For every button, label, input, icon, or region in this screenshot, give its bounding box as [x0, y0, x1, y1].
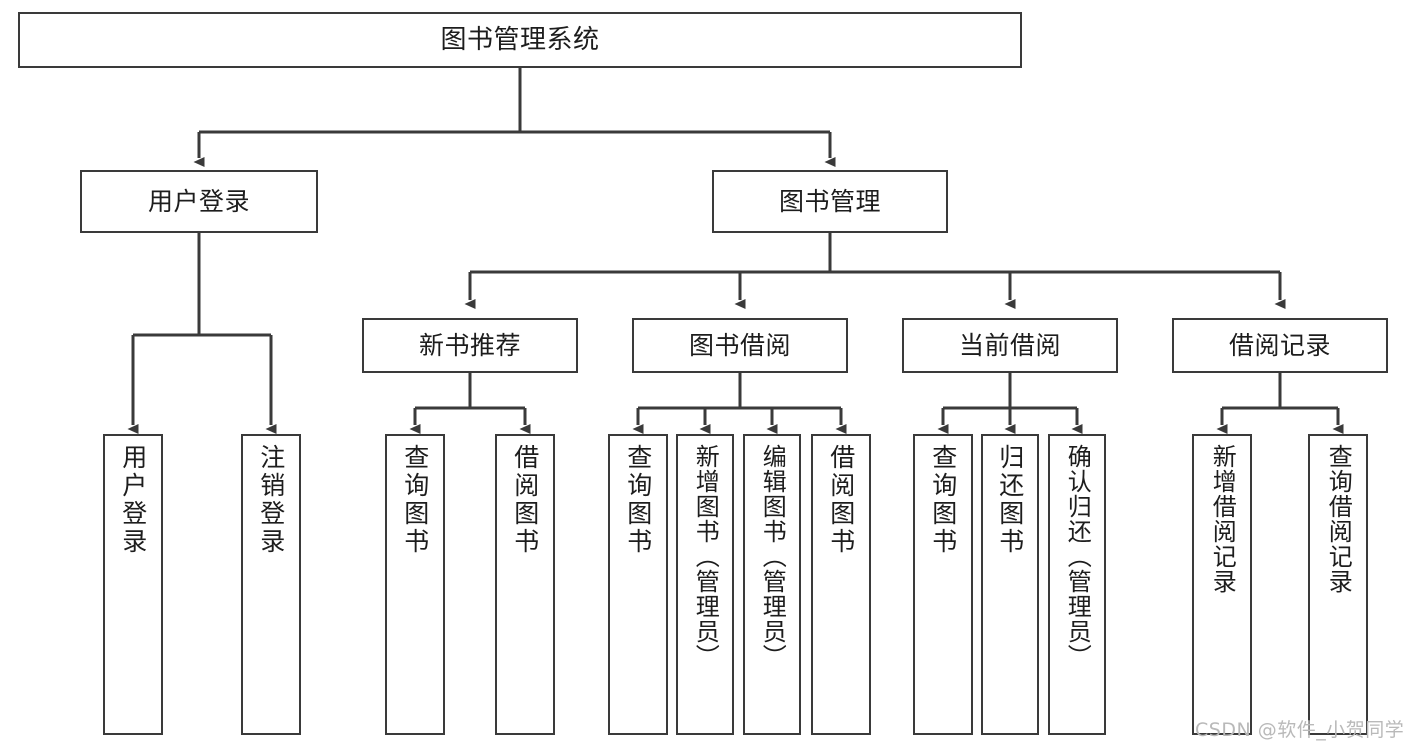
leaf-logout[interactable]: 注销登录 [241, 434, 301, 735]
leaf-query-books-current-label: 查询图书 [928, 444, 958, 556]
node-root[interactable]: 图书管理系统 [18, 12, 1022, 68]
leaf-return-books-label: 归还图书 [995, 444, 1025, 556]
node-root-label: 图书管理系统 [440, 24, 600, 55]
leaf-logout-label: 注销登录 [256, 444, 286, 556]
leaf-borrow-books-recommend-label: 借阅图书 [510, 444, 540, 556]
leaf-borrow-books-recommend[interactable]: 借阅图书 [495, 434, 555, 735]
node-new-book-recommend[interactable]: 新书推荐 [362, 318, 578, 373]
node-user-login-label: 用户登录 [147, 186, 250, 216]
leaf-edit-book-admin[interactable]: 编辑图书（管理员） [743, 434, 801, 735]
leaf-query-borrow-record[interactable]: 查询借阅记录 [1308, 434, 1368, 735]
leaf-query-books-current[interactable]: 查询图书 [913, 434, 973, 735]
node-book-borrow-label: 图书借阅 [688, 330, 791, 360]
leaf-confirm-return-admin[interactable]: 确认归还（管理员） [1048, 434, 1106, 735]
leaf-query-borrow-record-label: 查询借阅记录 [1324, 444, 1353, 594]
leaf-query-books-recommend[interactable]: 查询图书 [385, 434, 445, 735]
node-current-borrow-label: 当前借阅 [958, 330, 1061, 360]
node-borrow-records-label: 借阅记录 [1228, 330, 1331, 360]
leaf-add-borrow-record[interactable]: 新增借阅记录 [1192, 434, 1252, 735]
leaf-user-login[interactable]: 用户登录 [103, 434, 163, 735]
node-book-management[interactable]: 图书管理 [712, 170, 948, 233]
leaf-return-books[interactable]: 归还图书 [981, 434, 1039, 735]
watermark: CSDN @软件_小贺同学 [1195, 719, 1405, 741]
node-borrow-records[interactable]: 借阅记录 [1172, 318, 1388, 373]
node-user-login[interactable]: 用户登录 [80, 170, 318, 233]
leaf-user-login-label: 用户登录 [118, 444, 148, 556]
leaf-borrow-books-label: 借阅图书 [826, 444, 856, 556]
leaf-add-borrow-record-label: 新增借阅记录 [1208, 444, 1237, 594]
node-book-borrow[interactable]: 图书借阅 [632, 318, 848, 373]
node-book-management-label: 图书管理 [778, 186, 881, 216]
leaf-confirm-return-admin-label: 确认归还（管理员） [1063, 444, 1092, 669]
leaf-add-book-admin-label: 新增图书（管理员） [691, 444, 720, 669]
leaf-edit-book-admin-label: 编辑图书（管理员） [758, 444, 787, 669]
node-current-borrow[interactable]: 当前借阅 [902, 318, 1118, 373]
leaf-borrow-books[interactable]: 借阅图书 [811, 434, 871, 735]
leaf-query-books-borrow-label: 查询图书 [623, 444, 653, 556]
leaf-add-book-admin[interactable]: 新增图书（管理员） [676, 434, 734, 735]
leaf-query-books-borrow[interactable]: 查询图书 [608, 434, 668, 735]
node-new-book-recommend-label: 新书推荐 [418, 330, 521, 360]
leaf-query-books-recommend-label: 查询图书 [400, 444, 430, 556]
